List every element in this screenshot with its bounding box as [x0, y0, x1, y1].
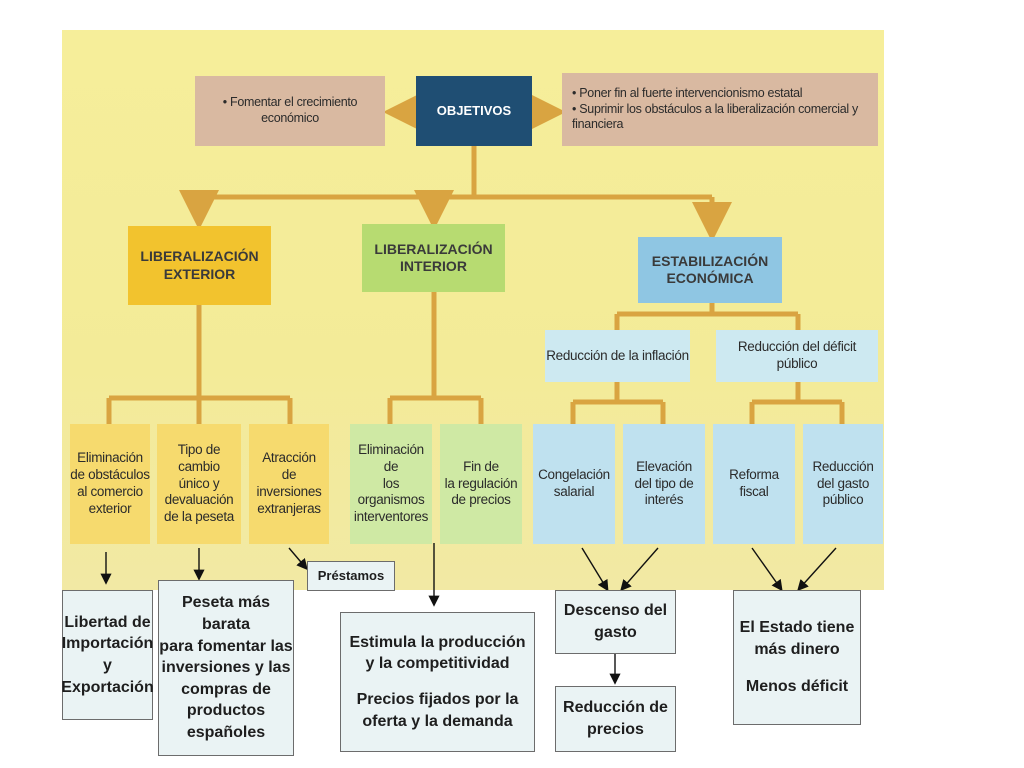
- note-descenso-gasto: Descenso del gasto: [555, 590, 676, 654]
- leaf-text: interés: [644, 492, 684, 508]
- leaf-text: los organismos: [357, 475, 425, 508]
- leaf-text: Reforma: [729, 467, 779, 483]
- leaf-text: público: [822, 492, 864, 508]
- leaf-text: exterior: [88, 500, 132, 516]
- note-text: más dinero: [754, 640, 840, 658]
- category-estabilizacion-economica: ESTABILIZACIÓN ECONÓMICA: [638, 237, 782, 303]
- note-menos-deficit: Menos déficit: [745, 678, 849, 696]
- leaf-text: único y: [178, 475, 220, 491]
- note-text: inversiones y las: [161, 659, 291, 677]
- leaf-fin-regulacion: Fin de la regulación de precios: [440, 424, 522, 544]
- objetivos-box: OBJETIVOS: [416, 76, 532, 146]
- note-text: Peseta más barata: [181, 594, 271, 634]
- leaf-text: devaluación: [164, 492, 234, 508]
- category-liberalizacion-exterior: LIBERALIZACIÓN EXTERIOR: [128, 226, 271, 305]
- leaf-text: del tipo de: [634, 475, 694, 491]
- note-prestamos-text: Préstamos: [317, 567, 385, 583]
- goal-crecimiento-text: • Fomentar el crecimiento económico: [222, 95, 358, 125]
- note-libertad-importacion: Libertad de Importación y Exportación: [61, 590, 154, 720]
- leaf-reduccion-gasto: Reducción del gasto público: [803, 424, 883, 544]
- sub-reduccion-inflacion: Reducción de la inflación: [545, 330, 690, 382]
- leaf-text: al comercio: [77, 484, 143, 499]
- leaf-text: Eliminación de: [358, 441, 424, 474]
- leaf-text: Atracción: [262, 450, 316, 466]
- category-interior-line1: LIBERALIZACIÓN: [374, 240, 493, 257]
- note-estado-dinero: El Estado tiene más dinero Menos déficit: [733, 590, 861, 725]
- category-estabilizacion-line2: ECONÓMICA: [666, 270, 754, 286]
- leaf-text: interventores: [353, 509, 429, 525]
- note-peseta-barata: Peseta más barata para fomentar las inve…: [158, 580, 294, 756]
- note-prestamos: Préstamos: [307, 561, 395, 591]
- leaf-text: Fin de: [463, 458, 499, 474]
- leaf-tipo-cambio: Tipo de cambio único y devaluación de la…: [157, 424, 241, 544]
- note-text: precios: [587, 721, 644, 738]
- goal-line-1: • Poner fin al fuerte intervencionismo e…: [572, 86, 803, 101]
- note-text: españoles: [186, 723, 266, 741]
- note-estimula-produccion: Estimula la producción y la competitivid…: [340, 612, 535, 752]
- leaf-text: de inversiones: [256, 467, 322, 499]
- goal-crecimiento: • Fomentar el crecimiento económico: [195, 76, 385, 146]
- leaf-text: de precios: [451, 492, 511, 508]
- leaf-text: Congelación: [538, 467, 610, 483]
- leaf-eliminacion-obstaculos: Eliminación de obstáculos al comercio ex…: [70, 424, 150, 544]
- leaf-text: Tipo de cambio: [177, 441, 221, 474]
- goal-intervencionismo: • Poner fin al fuerte intervencionismo e…: [562, 73, 878, 146]
- note-reduccion-precios: Reducción de precios: [555, 686, 676, 752]
- leaf-text: Elevación: [636, 458, 692, 474]
- note-text: y: [103, 657, 112, 674]
- category-exterior-line2: EXTERIOR: [163, 265, 236, 282]
- leaf-text: salarial: [553, 484, 595, 499]
- note-text: y la competitividad: [365, 655, 510, 673]
- sub-inflacion-text: Reducción de la inflación: [546, 347, 689, 363]
- leaf-atraccion-inversiones: Atracción de inversiones extranjeras: [249, 424, 329, 544]
- leaf-text: fiscal: [739, 484, 769, 499]
- leaf-text: Eliminación: [77, 450, 143, 466]
- note-text: Estimula la producción: [349, 633, 526, 651]
- leaf-text: Reducción: [812, 458, 874, 474]
- category-interior-line2: INTERIOR: [400, 258, 467, 274]
- note-text: Libertad de: [64, 613, 151, 631]
- leaf-text: la regulación: [444, 475, 518, 491]
- leaf-elevacion-interes: Elevación del tipo de interés: [623, 424, 705, 544]
- category-liberalizacion-interior: LIBERALIZACIÓN INTERIOR: [362, 224, 505, 292]
- leaf-reforma-fiscal: Reforma fiscal: [713, 424, 795, 544]
- note-text: oferta y la demanda: [362, 712, 513, 730]
- leaf-text: de obstáculos: [70, 467, 150, 483]
- category-exterior-line1: LIBERALIZACIÓN: [140, 248, 259, 264]
- note-text: compras de: [181, 680, 271, 698]
- sub-deficit-text: Reducción del déficit público: [737, 339, 857, 371]
- leaf-text: extranjeras: [257, 500, 321, 516]
- sub-reduccion-deficit: Reducción del déficit público: [716, 330, 878, 382]
- category-estabilizacion-line1: ESTABILIZACIÓN: [651, 252, 769, 269]
- note-text: gasto: [594, 624, 637, 641]
- leaf-text: de la peseta: [164, 509, 234, 525]
- note-text: Importación: [61, 635, 154, 653]
- leaf-eliminacion-organismos: Eliminación de los organismos intervento…: [350, 424, 432, 544]
- objetivos-title: OBJETIVOS: [436, 102, 512, 118]
- note-text: El Estado tiene: [739, 619, 855, 637]
- note-text: Reducción de: [563, 699, 668, 717]
- note-text: Exportación: [61, 678, 154, 696]
- leaf-text: del gasto: [816, 475, 870, 491]
- note-text: Descenso del: [563, 602, 668, 620]
- note-text: productos: [186, 702, 266, 720]
- goal-line-2: • Suprimir los obstáculos a la liberaliz…: [572, 101, 859, 132]
- note-text: Precios fijados por la: [356, 691, 519, 708]
- leaf-congelacion-salarial: Congelación salarial: [533, 424, 615, 544]
- note-text: para fomentar las: [159, 637, 293, 655]
